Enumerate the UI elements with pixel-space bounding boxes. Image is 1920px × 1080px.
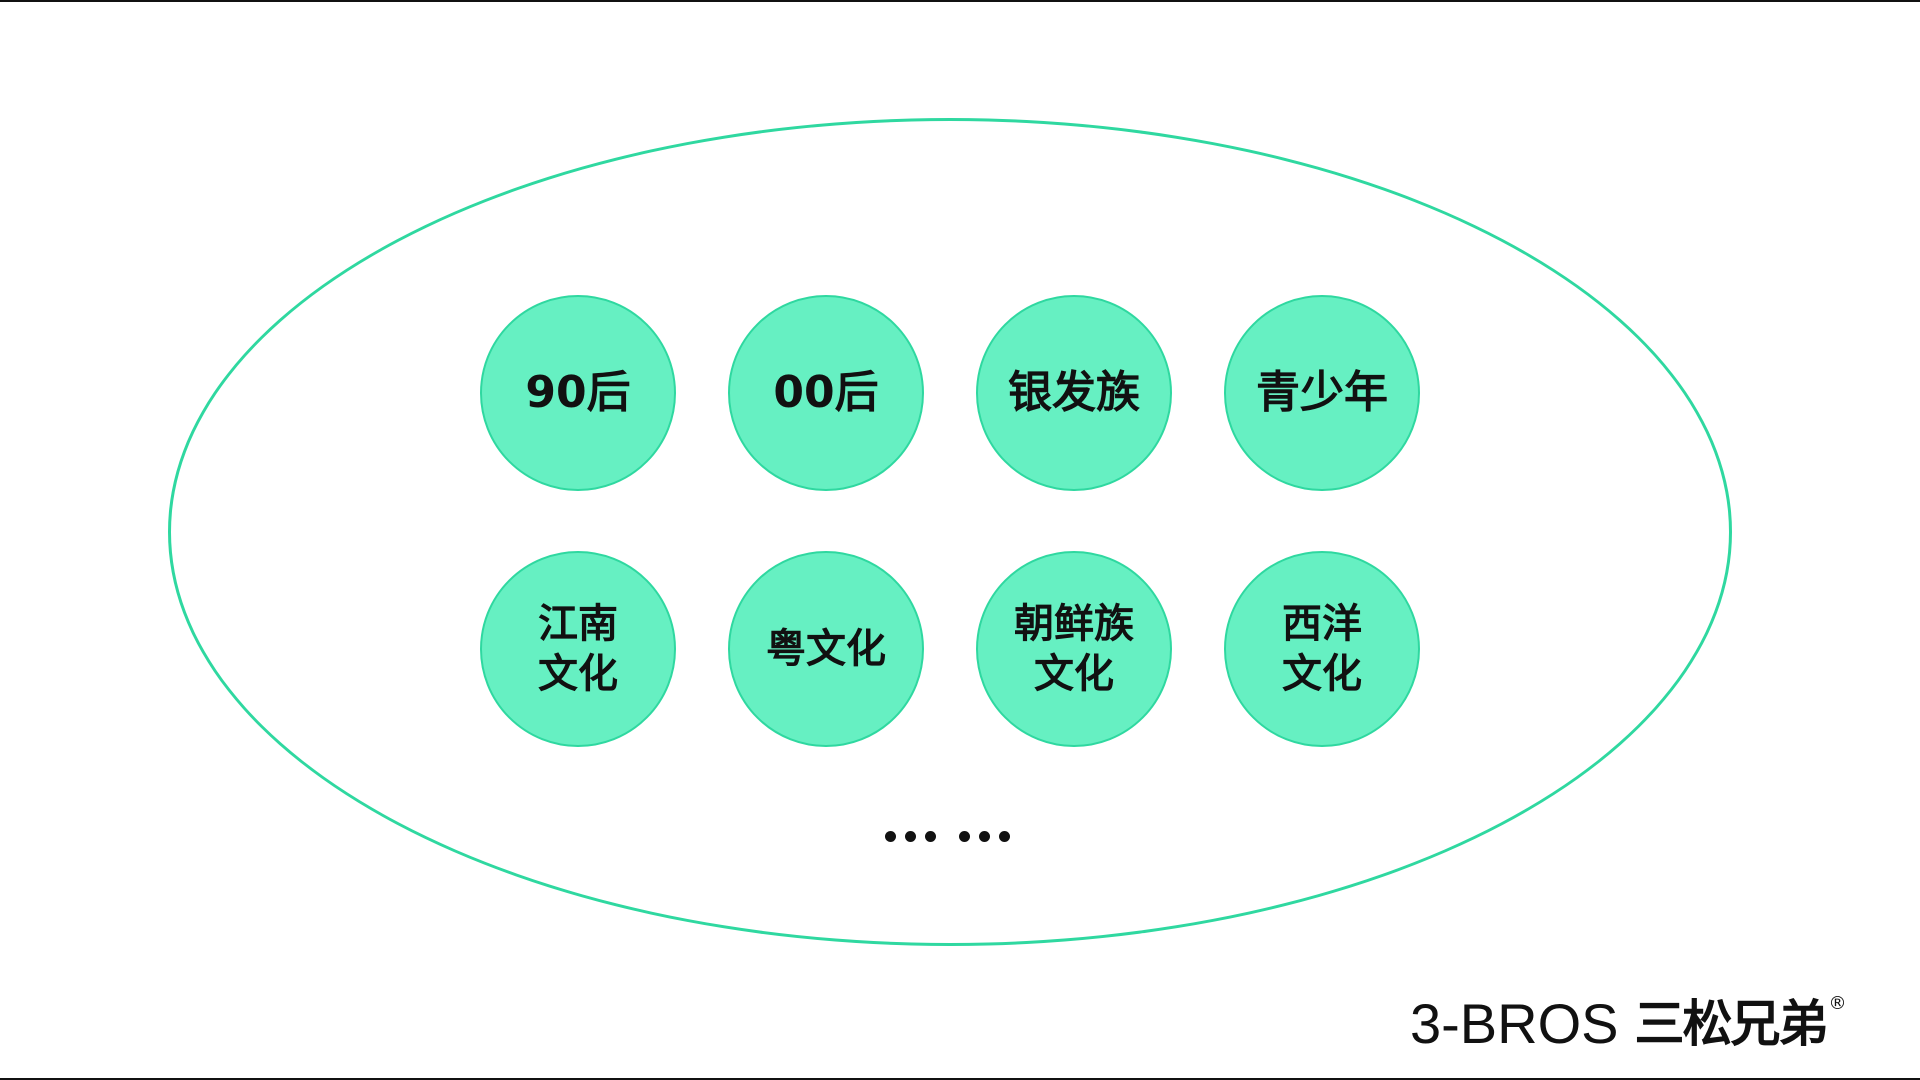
bubble-label: 银发族 (1008, 367, 1140, 418)
bubble-label: 粤文化 (766, 626, 886, 672)
dot (979, 830, 990, 842)
brand-english-name: 3-BROS (1410, 992, 1619, 1055)
bubble-western-culture: 西洋 文化 (1224, 551, 1420, 747)
bubble-label: 江南 文化 (538, 601, 618, 697)
dot (905, 830, 916, 842)
continuation-ellipsis: …… (885, 826, 1015, 846)
bubble-00s: 00后 (728, 295, 924, 491)
ellipsis-dots-right (959, 826, 1010, 846)
bubble-90s: 90后 (480, 295, 676, 491)
dot (959, 830, 970, 842)
dot (885, 830, 896, 842)
bubble-label: 青少年 (1256, 367, 1388, 418)
bubble-label: 西洋 文化 (1282, 601, 1362, 697)
bubble-silver-generation: 银发族 (976, 295, 1172, 491)
bubble-label: 00后 (773, 367, 879, 418)
bubble-jiangnan-culture: 江南 文化 (480, 551, 676, 747)
bottom-border-line (0, 1078, 1920, 1080)
brand-logo: 3-BROS 三松兄弟 ® (1410, 994, 1847, 1054)
dot (999, 830, 1010, 842)
top-border-line (0, 0, 1920, 2)
bubble-label: 朝鲜族 文化 (1014, 601, 1134, 697)
bubble-cantonese-culture: 粤文化 (728, 551, 924, 747)
bubble-teenagers: 青少年 (1224, 295, 1420, 491)
bubble-label: 90后 (525, 367, 631, 418)
bubble-korean-ethnic-culture: 朝鲜族 文化 (976, 551, 1172, 747)
registered-mark: ® (1828, 993, 1847, 1014)
group-ellipse (168, 118, 1732, 946)
ellipsis-dots-left (885, 826, 936, 846)
brand-chinese-name: 三松兄弟 (1634, 995, 1829, 1053)
dot (925, 830, 936, 842)
